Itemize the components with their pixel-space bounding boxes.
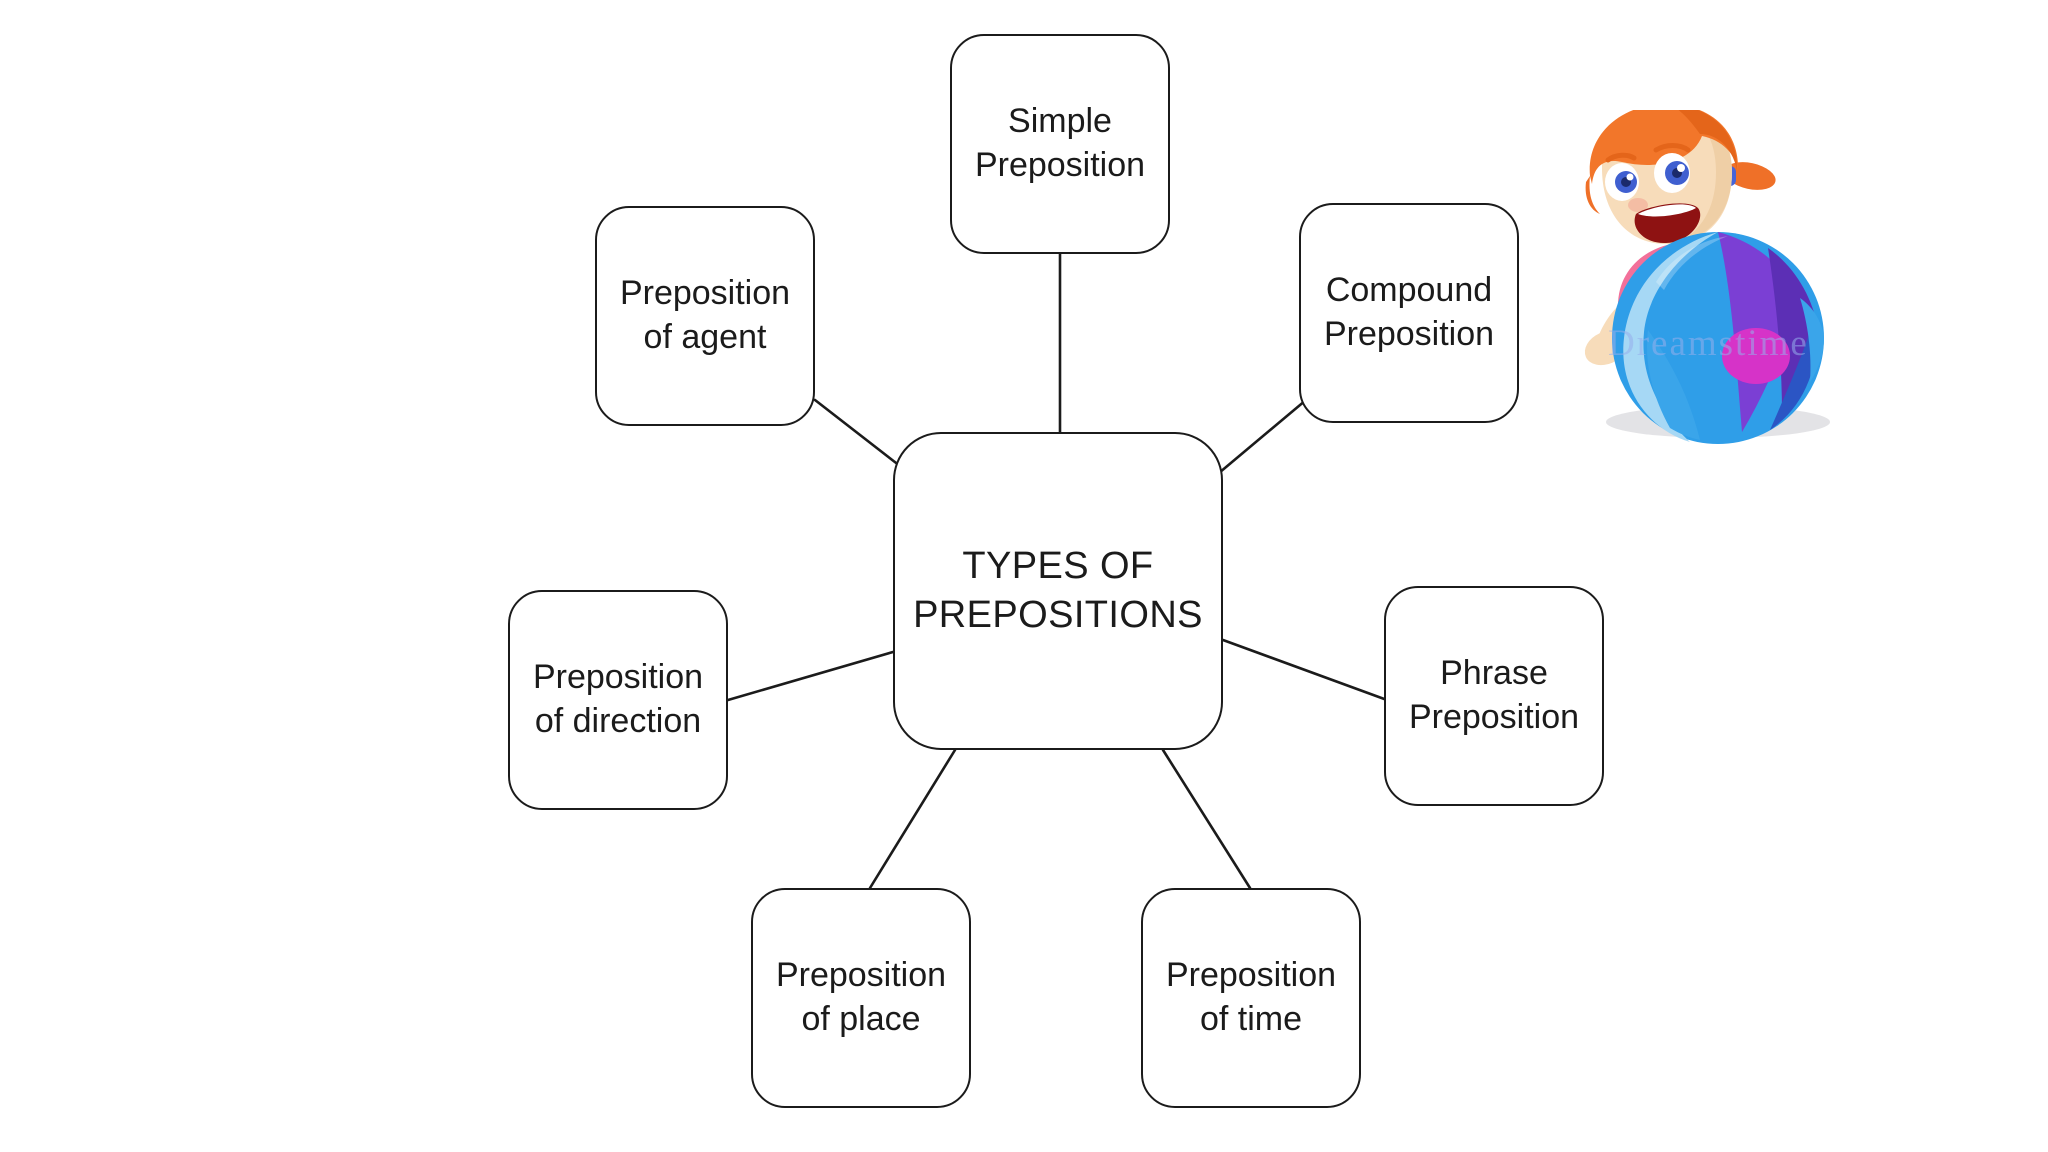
node-preposition-of-agent-label: Preposition of agent — [619, 274, 791, 356]
ball-segment-light-left — [1623, 232, 1718, 442]
node-preposition-of-time-label: Preposition of time — [1165, 956, 1337, 1038]
edge-center-agent — [813, 398, 902, 468]
node-compound-preposition[interactable]: Compound Preposition — [1299, 203, 1519, 423]
edge-center-phrase — [1221, 638, 1389, 702]
ball-segment-rightedge — [1800, 298, 1824, 382]
hair-highlight — [1678, 110, 1738, 170]
ball-gloss — [1656, 236, 1728, 290]
upper-teeth — [1638, 204, 1696, 217]
node-simple-preposition-label: Simple Preposition — [974, 102, 1146, 184]
node-phrase-preposition[interactable]: Phrase Preposition — [1384, 586, 1604, 806]
girl-with-beach-ball-illustration — [1584, 110, 1830, 444]
beach-ball-group — [1612, 232, 1824, 444]
edge-center-compound — [1211, 398, 1308, 480]
ball-segment-darkblue-right — [1770, 332, 1817, 430]
ball-segment-lightblue-bottom — [1646, 330, 1700, 440]
ball-segment-deep-purple — [1768, 248, 1818, 414]
center-node-label: TYPES OF PREPOSITIONS — [913, 545, 1203, 636]
edge-center-time — [1161, 748, 1252, 890]
node-simple-preposition[interactable]: Simple Preposition — [950, 34, 1170, 254]
node-phrase-preposition-label: Phrase Preposition — [1408, 654, 1580, 736]
edge-center-direction — [726, 650, 895, 702]
edge-center-place — [868, 748, 957, 890]
node-preposition-of-agent[interactable]: Preposition of agent — [595, 206, 815, 426]
node-preposition-of-direction[interactable]: Preposition of direction — [508, 590, 728, 810]
node-preposition-of-direction-label: Preposition of direction — [532, 658, 704, 740]
right-eye — [1654, 153, 1690, 193]
node-compound-preposition-label: Compound Preposition — [1323, 271, 1495, 353]
node-preposition-of-place-label: Preposition of place — [775, 956, 947, 1038]
pigtail-hair — [1724, 162, 1776, 190]
ball-center-dot — [1722, 328, 1790, 384]
node-preposition-of-time[interactable]: Preposition of time — [1141, 888, 1361, 1108]
cheek-blush — [1628, 198, 1648, 212]
right-eyebrow — [1653, 143, 1691, 153]
left-eyebrow — [1605, 152, 1637, 163]
hair-sidelock — [1585, 176, 1600, 214]
face-shadow — [1678, 114, 1732, 243]
center-node-types-of-prepositions[interactable]: TYPES OF PREPOSITIONS — [893, 432, 1223, 750]
node-preposition-of-place[interactable]: Preposition of place — [751, 888, 971, 1108]
left-eye — [1605, 163, 1639, 201]
